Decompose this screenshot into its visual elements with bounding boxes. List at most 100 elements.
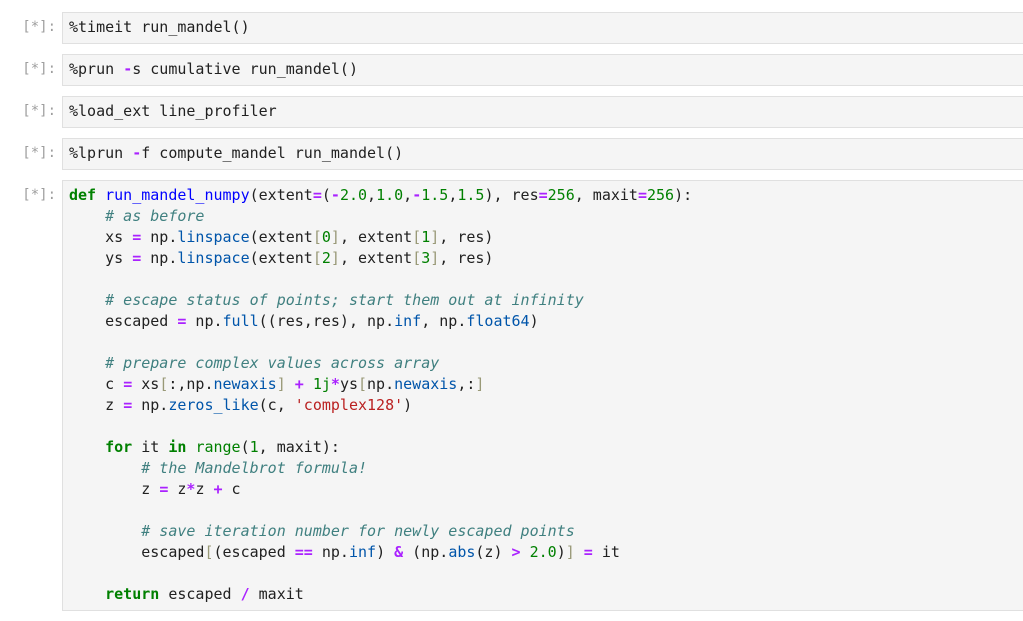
bracket: ] (430, 249, 440, 267)
code-text: np. (141, 249, 178, 267)
code-text: (z) (475, 543, 512, 561)
cell-prompt: [*]: (22, 19, 56, 35)
bracket: ] (276, 375, 286, 393)
code-text (69, 459, 141, 477)
operator: - (132, 144, 142, 162)
code-text: ((res,res), np. (258, 312, 395, 330)
notebook: [*]: %timeit run_mandel() [*]: %prun -s cum… (0, 12, 1023, 621)
code-text (575, 543, 584, 561)
operator: = (312, 186, 322, 204)
comment: # prepare complex values across array (105, 354, 440, 372)
operator: * (330, 375, 340, 393)
operator: - (123, 60, 133, 78)
code-text: , res) (439, 249, 494, 267)
code-text: it (132, 438, 169, 456)
code-text: ( (240, 438, 250, 456)
code-text (69, 291, 105, 309)
number: 2.0 (529, 543, 557, 561)
code-line: %prun -s cumulative run_mandel() (69, 59, 1023, 80)
code-line: escaped[(escaped == np.inf) & (np.abs(z)… (69, 542, 1023, 563)
code-text (69, 585, 105, 603)
code-line: # as before (69, 206, 1023, 227)
code-line: return escaped / maxit (69, 584, 1023, 605)
cell-prompt: [*]: (22, 145, 56, 161)
code-text: , maxit (574, 186, 638, 204)
code-text: (np. (403, 543, 449, 561)
bracket: [ (204, 543, 214, 561)
code-text: (extent (249, 249, 313, 267)
bracket: [ (412, 228, 422, 246)
code-text: %timeit run_mandel() (69, 18, 250, 36)
code-text: ) (529, 312, 539, 330)
code-text (69, 438, 105, 456)
code-editor[interactable]: %load_ext line_profiler (62, 96, 1023, 128)
code-line (69, 500, 1023, 521)
code-line: def run_mandel_numpy(extent=(-2.0,1.0,-1… (69, 185, 1023, 206)
code-text: :,np. (168, 375, 214, 393)
code-text: (c, (258, 396, 295, 414)
bracket: [ (312, 228, 322, 246)
keyword: return (105, 585, 160, 603)
operator: & (394, 543, 404, 561)
operator: = (123, 375, 133, 393)
code-text: escaped (69, 312, 178, 330)
number: 2 (321, 249, 331, 267)
number: 1.5 (421, 186, 449, 204)
code-line: escaped = np.full((res,res), np.inf, np.… (69, 311, 1023, 332)
operator: + (294, 375, 304, 393)
code-text (96, 186, 105, 204)
code-text: f compute_mandel run_mandel() (141, 144, 404, 162)
operator: = (177, 312, 187, 330)
bracket: ] (430, 228, 440, 246)
code-line: # save iteration number for newly escape… (69, 521, 1023, 542)
code-text (286, 375, 295, 393)
code-text (521, 543, 530, 561)
code-text: , extent (339, 249, 413, 267)
code-text: %prun (69, 60, 124, 78)
operator: - (412, 186, 422, 204)
comment: # escape status of points; start them ou… (105, 291, 584, 309)
code-text (69, 207, 105, 225)
code-text: %lprun (69, 144, 133, 162)
operator: = (159, 480, 169, 498)
code-text: z (69, 480, 160, 498)
code-line (69, 563, 1023, 584)
operator: = (583, 543, 593, 561)
code-cell: [*]:def run_mandel_numpy(extent=(-2.0,1.… (0, 180, 1023, 611)
code-text: , (367, 186, 377, 204)
code-editor[interactable]: %lprun -f compute_mandel run_mandel() (62, 138, 1023, 170)
attribute: linspace (177, 228, 250, 246)
code-line: %lprun -f compute_mandel run_mandel() (69, 143, 1023, 164)
code-line: %load_ext line_profiler (69, 101, 1023, 122)
keyword: for (105, 438, 133, 456)
cell-prompt: [*]: (22, 61, 56, 77)
bracket: ] (565, 543, 575, 561)
operator: = (637, 186, 647, 204)
code-text: ) (556, 543, 566, 561)
string: 'complex128' (294, 396, 404, 414)
cell-prompt: [*]: (22, 187, 56, 203)
code-editor[interactable]: %timeit run_mandel() (62, 12, 1023, 44)
code-text: np. (132, 396, 169, 414)
code-line (69, 269, 1023, 290)
code-text: np. (141, 228, 178, 246)
attribute: newaxis (213, 375, 277, 393)
code-text: ): (674, 186, 693, 204)
operator: + (213, 480, 223, 498)
attribute: abs (448, 543, 476, 561)
attribute: newaxis (394, 375, 458, 393)
attribute: inf (348, 543, 377, 561)
code-editor[interactable]: %prun -s cumulative run_mandel() (62, 54, 1023, 86)
code-text: ys (69, 249, 133, 267)
operator: - (330, 186, 340, 204)
bracket: ] (475, 375, 485, 393)
code-text: c (69, 375, 124, 393)
function-name: run_mandel_numpy (105, 186, 250, 204)
number: 1 (249, 438, 259, 456)
code-editor[interactable]: def run_mandel_numpy(extent=(-2.0,1.0,-1… (62, 180, 1023, 611)
code-cell: [*]: %prun -s cumulative run_mandel() (0, 54, 1023, 86)
number: 0 (321, 228, 331, 246)
code-line: # escape status of points; start them ou… (69, 290, 1023, 311)
bracket: [ (358, 375, 368, 393)
code-text: np. (186, 312, 223, 330)
